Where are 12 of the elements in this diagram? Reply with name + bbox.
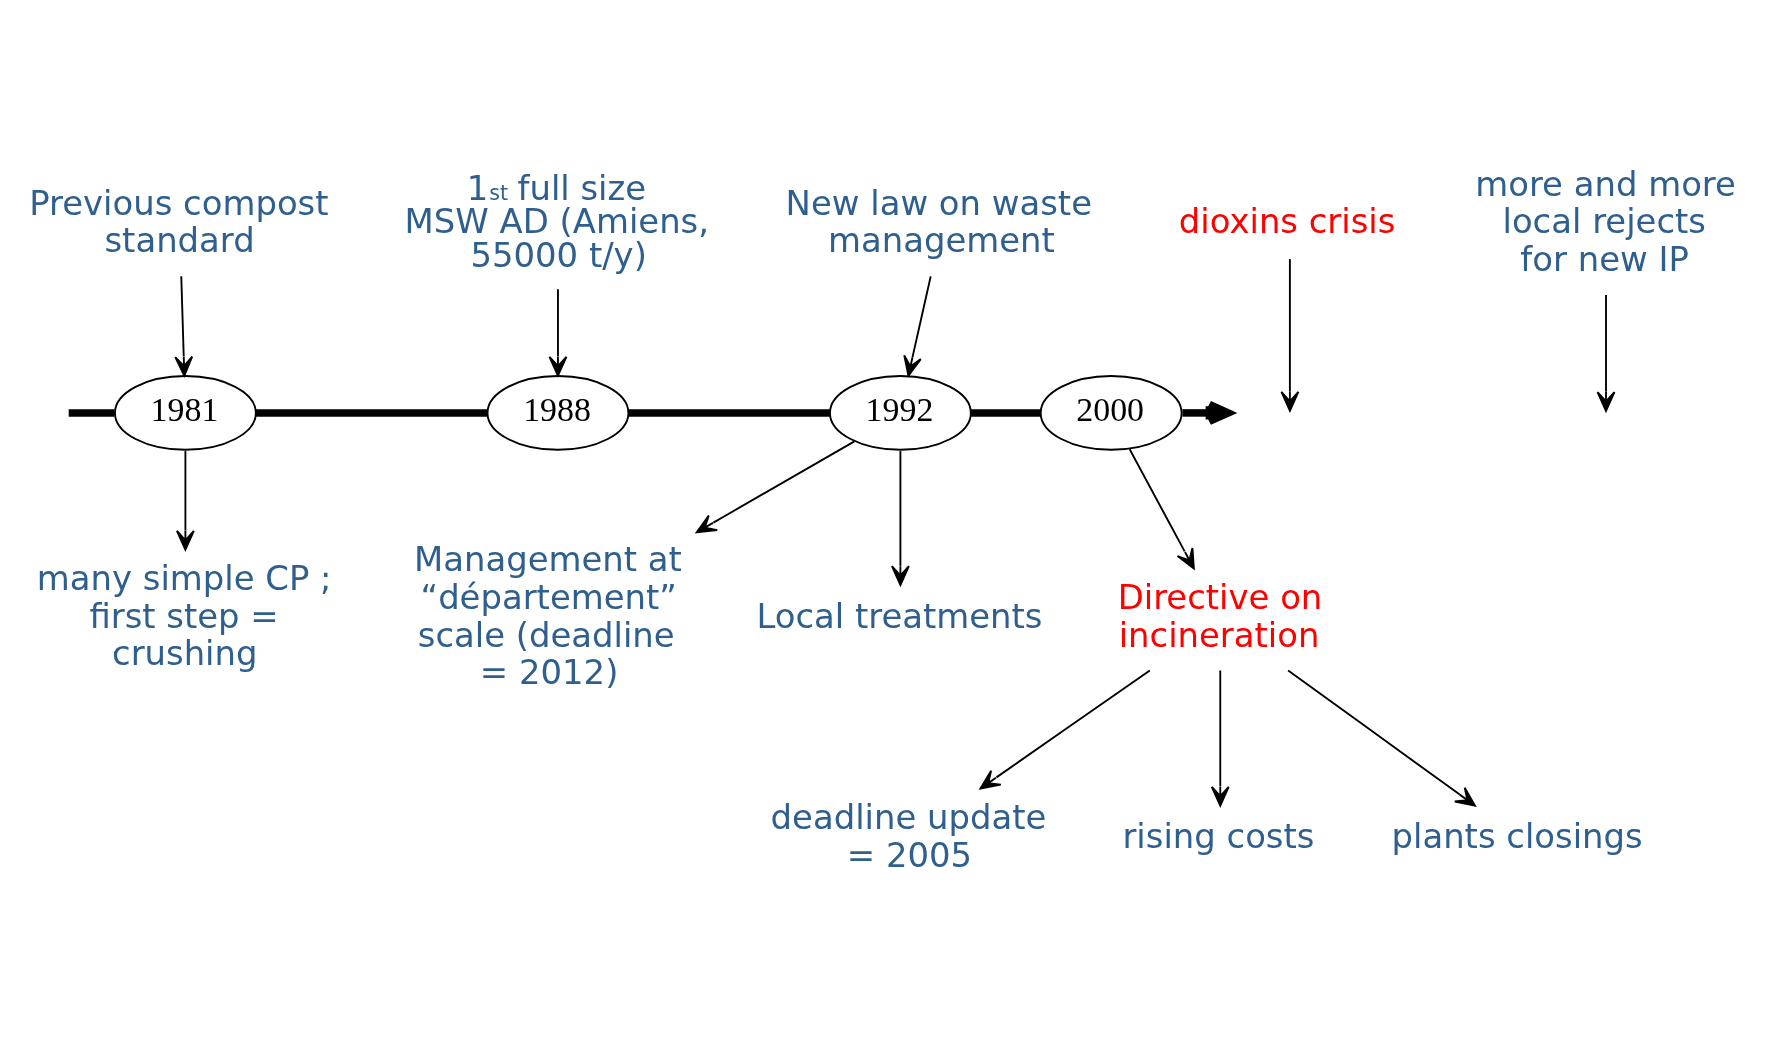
node-text: many simple CP ; first step = crushing xyxy=(36,559,332,674)
node-text: Local treatments xyxy=(756,596,1043,636)
node-text: Directive on incineration xyxy=(1117,577,1323,655)
node-text: Previous compost standard xyxy=(29,183,329,261)
node-text: 1st full size MSW AD (Amiens, 55000 t/y) xyxy=(404,168,710,276)
node-text: dioxins crisis xyxy=(1178,202,1396,242)
node-text: more and more local rejects for new IP xyxy=(1475,164,1736,280)
node-text: plants closings xyxy=(1391,816,1643,856)
node-text: rising costs xyxy=(1122,816,1315,856)
node-text: Management at “département” scale (deadline = 2012) xyxy=(414,540,682,693)
node-text: New law on waste management xyxy=(785,183,1092,261)
node-text: deadline update = 2005 xyxy=(770,798,1047,875)
